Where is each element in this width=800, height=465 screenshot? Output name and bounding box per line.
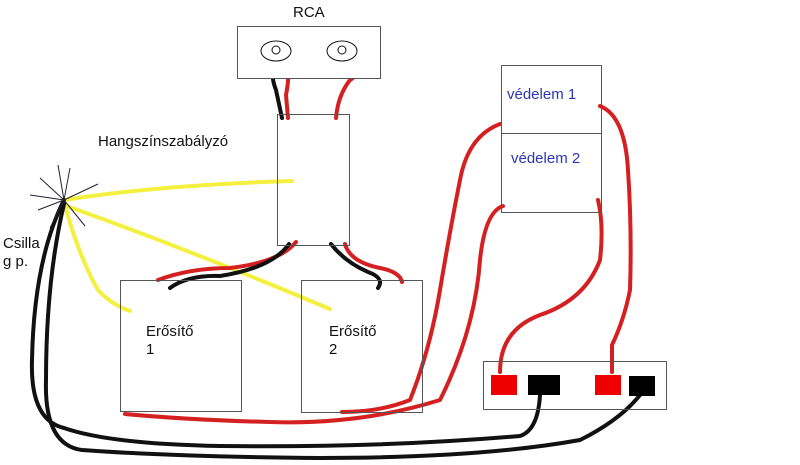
protection-divider [501, 133, 601, 134]
black-wire-terminal2-ground [43, 202, 642, 460]
amplifier-1-label-line1: Erősítő [146, 323, 194, 340]
red-wire-eq-amp2 [343, 242, 404, 284]
yellow-wire-amp2 [62, 203, 332, 311]
red-wire-prot1-terminal [598, 104, 633, 374]
amplifier-2-label-line1: Erősítő [329, 323, 377, 340]
amplifier-2-label-line2: 2 [329, 341, 338, 358]
ground-label-line1: Csilla [3, 235, 40, 252]
protection-box [501, 65, 602, 213]
terminal-black-1 [528, 375, 560, 395]
black-wire-eq-amp1 [168, 242, 291, 290]
terminal-red-1 [491, 375, 517, 395]
power-terminal-box [483, 361, 667, 410]
protection-1-label: védelem 1 [507, 86, 577, 103]
amplifier-1-box [120, 280, 242, 412]
amplifier-2-box [301, 280, 423, 413]
yellow-wire-amp1 [62, 200, 132, 313]
red-wire-prot1-amp1 [340, 122, 502, 414]
protection-2-label: védelem 2 [511, 150, 581, 167]
red-wire-prot2-terminal [498, 198, 604, 374]
rca-jack-left-icon [260, 40, 292, 62]
black-wire-terminal1-ground [29, 198, 542, 449]
ground-point-icon [29, 164, 99, 229]
amplifier-1-label-line2: 1 [146, 341, 155, 358]
terminal-red-2 [595, 375, 621, 395]
terminal-black-2 [629, 376, 655, 396]
ground-label-line2: g p. [3, 253, 29, 270]
yellow-wire-equalizer [62, 179, 294, 202]
rca-label: RCA [293, 4, 325, 21]
equalizer-label: Hangszínszabályzó [98, 133, 229, 150]
black-wire-eq-amp2 [329, 242, 382, 290]
rca-jack-right-icon [326, 40, 358, 62]
equalizer-box [277, 114, 350, 246]
